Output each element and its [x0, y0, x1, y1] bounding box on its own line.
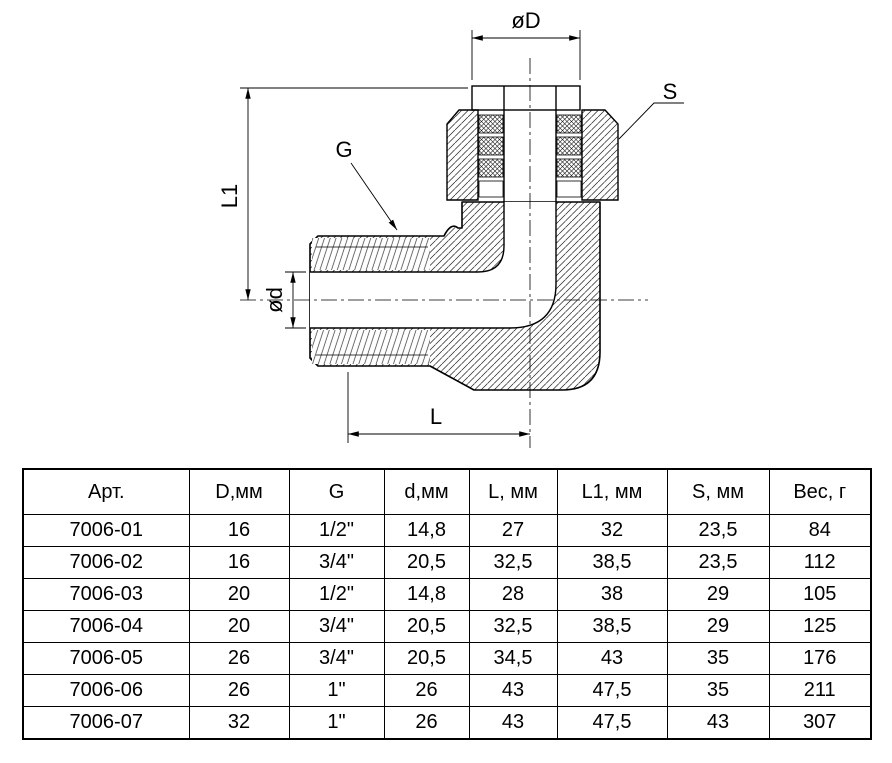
table-cell: 23,5 [666, 546, 770, 579]
table-cell: 43 [468, 674, 558, 707]
table-cell: 26 [188, 642, 290, 675]
table-header-art: Арт. [22, 468, 190, 515]
table-cell: 20 [188, 578, 290, 611]
table-cell: 7006-07 [22, 706, 190, 740]
table-header-l1: L1, мм [556, 468, 668, 515]
technical-drawing: øD S G L1 ød L [217, 8, 684, 448]
table-header-d-big: D,мм [188, 468, 290, 515]
male-thread [312, 238, 430, 364]
table-cell: 1/2" [288, 514, 385, 547]
table-cell: 38,5 [556, 546, 668, 579]
table-cell: 32,5 [468, 546, 558, 579]
table-cell: 35 [666, 674, 770, 707]
table-cell: 43 [666, 706, 770, 740]
table-cell: 29 [666, 578, 770, 611]
table-cell: 14,8 [383, 578, 470, 611]
table-cell: 38 [556, 578, 668, 611]
table-cell: 7006-03 [22, 578, 190, 611]
table-cell: 34,5 [468, 642, 558, 675]
centerlines [240, 58, 648, 448]
table-header-d-small: d,мм [383, 468, 470, 515]
table-cell: 43 [556, 642, 668, 675]
table-cell: 26 [383, 674, 470, 707]
table-cell: 7006-04 [22, 610, 190, 643]
table-cell: 27 [468, 514, 558, 547]
pipe-stub [471, 85, 581, 111]
table-cell: 28 [468, 578, 558, 611]
table-cell: 32 [556, 514, 668, 547]
table-cell: 47,5 [556, 706, 668, 740]
table-header-l: L, мм [468, 468, 558, 515]
table-cell: 16 [188, 546, 290, 579]
elbow-fitting-drawing: øD S G L1 ød L [217, 8, 684, 448]
table-cell: 47,5 [556, 674, 668, 707]
ferrule-stack [478, 86, 582, 202]
table-cell: 1" [288, 674, 385, 707]
table-cell: 20,5 [383, 610, 470, 643]
table-cell: 26 [383, 706, 470, 740]
table-header-g: G [288, 468, 385, 515]
table-cell: 26 [188, 674, 290, 707]
table-cell: 32 [188, 706, 290, 740]
dim-length-l [347, 372, 530, 443]
table-cell: 16 [188, 514, 290, 547]
dim-height-l1 [240, 87, 468, 300]
table-header-s: S, мм [666, 468, 770, 515]
dimensions [240, 30, 684, 443]
table-cell: 20,5 [383, 546, 470, 579]
table-cell: 43 [468, 706, 558, 740]
table-cell: 3/4" [288, 642, 385, 675]
leader-thread-g [350, 162, 398, 231]
table-header-row: Арт. D,мм G d,мм L, мм L1, мм S, мм Вес,… [22, 468, 872, 515]
bore-channel [310, 202, 557, 329]
table-cell: 7006-01 [22, 514, 190, 547]
table-cell: 7006-05 [22, 642, 190, 675]
dim-label-length-l: L [430, 404, 442, 429]
dim-outer-diameter [471, 30, 581, 80]
dimension-labels: øD S G L1 ød L [217, 8, 677, 429]
table-cell: 105 [768, 578, 872, 611]
table-cell: 32,5 [468, 610, 558, 643]
table-cell: 7006-06 [22, 674, 190, 707]
table-cell: 7006-02 [22, 546, 190, 579]
compression-nut [446, 109, 619, 201]
table-cell: 38,5 [556, 610, 668, 643]
table-cell: 211 [768, 674, 872, 707]
dim-label-inner-diameter: ød [262, 287, 287, 313]
table-cell: 23,5 [666, 514, 770, 547]
table-header-weight: Вес, г [768, 468, 872, 515]
dim-label-outer-diameter: øD [511, 8, 540, 33]
table-cell: 176 [768, 642, 872, 675]
dim-label-wrench-size: S [663, 79, 678, 104]
table-cell: 1/2" [288, 578, 385, 611]
table-cell: 3/4" [288, 546, 385, 579]
table-cell: 29 [666, 610, 770, 643]
table-cell: 20 [188, 610, 290, 643]
spec-table: Арт. D,мм G d,мм L, мм L1, мм S, мм Вес,… [22, 468, 872, 740]
table-cell: 307 [768, 706, 872, 740]
dim-label-height-l1: L1 [217, 184, 242, 208]
leader-wrench-s [618, 102, 684, 140]
dim-inner-diameter [285, 271, 306, 329]
table-cell: 84 [768, 514, 872, 547]
table-cell: 35 [666, 642, 770, 675]
table-cell: 20,5 [383, 642, 470, 675]
table-cell: 1" [288, 706, 385, 740]
table-cell: 125 [768, 610, 872, 643]
table-cell: 112 [768, 546, 872, 579]
table-cell: 3/4" [288, 610, 385, 643]
table-cell: 14,8 [383, 514, 470, 547]
dim-label-thread: G [335, 137, 352, 162]
